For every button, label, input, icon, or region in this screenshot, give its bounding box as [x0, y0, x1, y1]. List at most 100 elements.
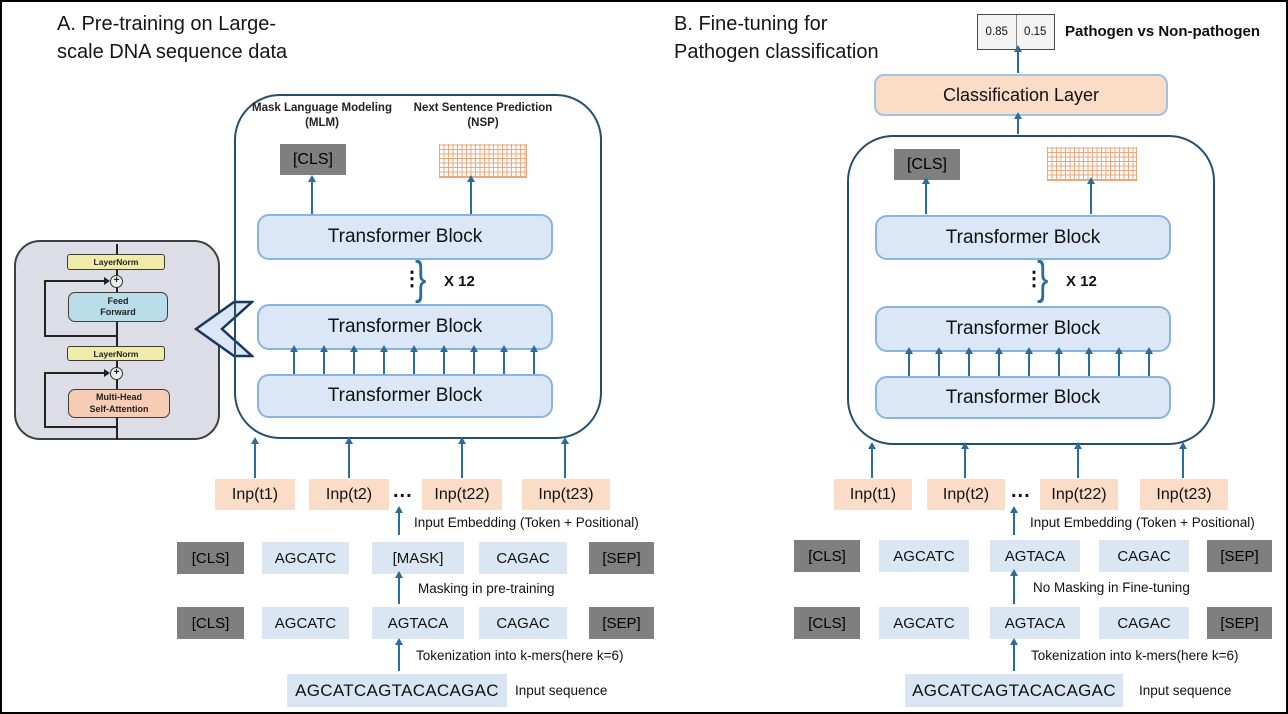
ellipsis: ... — [393, 480, 413, 502]
flow-arrow — [440, 345, 448, 374]
flow-arrow — [1179, 442, 1187, 478]
annotation-arrow — [395, 571, 403, 604]
nsp-grid-icon — [1047, 147, 1137, 181]
tokenization-label-a: Tokenization into k-mers(here k=6) — [416, 648, 624, 663]
input-embedding-token: Inp(t23) — [1140, 479, 1228, 510]
annotation-arrow — [1010, 569, 1018, 604]
transformer-block-a-bottom: Transformer Block — [257, 374, 553, 418]
feed-forward-box: Feed Forward — [68, 292, 168, 322]
token-box: AGCATC — [262, 607, 349, 639]
token-box: CAGAC — [479, 607, 567, 639]
flow-arrow — [1025, 347, 1033, 376]
panel-b-title: B. Fine-tuning for Pathogen classificati… — [674, 13, 879, 63]
flow-arrow — [380, 345, 388, 374]
panel-a-title: A. Pre-training on Large- scale DNA sequ… — [57, 13, 288, 63]
flow-arrow — [1014, 45, 1022, 73]
inset-residual-arrow — [44, 277, 110, 285]
probability-output-box: 0.85 0.15 — [977, 14, 1055, 50]
token-box: CAGAC — [1099, 607, 1189, 639]
flow-arrow — [1145, 347, 1153, 376]
flow-arrow — [458, 437, 466, 478]
repeat-brace: } — [1037, 253, 1049, 305]
input-embedding-token: Inp(t23) — [522, 479, 610, 510]
flow-arrow — [345, 437, 353, 478]
cls-output-token-a: [CLS] — [280, 144, 346, 175]
token-box: [SEP] — [1207, 540, 1272, 572]
prob-non-pathogen: 0.15 — [1024, 26, 1047, 38]
flow-arrow — [251, 437, 259, 478]
flow-arrow — [500, 345, 508, 374]
input-embedding-token: Inp(t1) — [834, 479, 912, 510]
flow-arrow — [308, 175, 316, 214]
flow-arrow — [1014, 112, 1022, 134]
repeat-brace: } — [415, 253, 427, 305]
token-box: [SEP] — [1207, 607, 1272, 639]
transformer-block-a-middle: Transformer Block — [257, 304, 553, 350]
flow-arrow — [922, 177, 930, 214]
flow-arrow — [530, 345, 538, 374]
flow-arrow — [320, 345, 328, 374]
token-box: AGCATC — [879, 607, 969, 639]
token-box: [CLS] — [177, 607, 244, 639]
inset-residual-line — [44, 426, 118, 428]
input-embedding-token: Inp(t22) — [422, 479, 502, 510]
no-masking-label-b: No Masking in Fine-tuning — [1033, 580, 1190, 595]
input-embedding-token: Inp(t2) — [309, 479, 389, 510]
repeat-dots: ⋮ — [402, 268, 422, 290]
ellipsis: ... — [1011, 480, 1031, 502]
token-box: [CLS] — [794, 607, 860, 639]
transformer-block-b-bottom: Transformer Block — [875, 376, 1171, 419]
transformer-internals-inset: LayerNorm + Feed Forward LayerNorm + Mul… — [14, 240, 220, 440]
multi-head-attention-box: Multi-Head Self-Attention — [68, 389, 170, 418]
flow-arrow — [965, 347, 973, 376]
inset-residual-line — [44, 281, 46, 337]
token-box: AGCATC — [262, 542, 349, 574]
flow-arrow — [935, 347, 943, 376]
tokenization-label-b: Tokenization into k-mers(here k=6) — [1031, 648, 1239, 663]
annotation-arrow — [395, 638, 403, 671]
inset-residual-line — [44, 335, 118, 337]
repeat-dots: ⋮ — [1024, 268, 1044, 290]
token-box: CAGAC — [479, 542, 567, 574]
annotation-arrow — [1010, 506, 1018, 535]
prob-pathogen: 0.85 — [978, 15, 1017, 49]
prob-label: Pathogen vs Non-pathogen — [1065, 23, 1260, 40]
flow-arrow — [1074, 442, 1082, 478]
input-sequence-box-b: AGCATCAGTACACAGAC — [905, 674, 1123, 707]
input-sequence-label-a: Input sequence — [515, 683, 608, 698]
flow-arrow — [905, 347, 913, 376]
flow-arrow — [868, 442, 876, 478]
layernorm-bottom-box: LayerNorm — [67, 346, 165, 361]
transformer-block-b-middle: Transformer Block — [875, 306, 1171, 352]
annotation-arrow — [395, 506, 403, 535]
flow-arrow — [961, 442, 969, 478]
flow-arrow — [1085, 347, 1093, 376]
inset-residual-arrow — [44, 369, 110, 377]
token-box: [SEP] — [589, 542, 654, 574]
input-embedding-token: Inp(t1) — [215, 479, 295, 510]
input-embedding-token: Inp(t22) — [1040, 479, 1118, 510]
bert-encoder-container-b — [847, 135, 1215, 445]
cls-output-token-b: [CLS] — [894, 149, 960, 180]
embedding-label-b: Input Embedding (Token + Positional) — [1030, 515, 1255, 530]
token-box: CAGAC — [1099, 540, 1189, 572]
token-box: [CLS] — [794, 540, 860, 572]
flow-arrow — [995, 347, 1003, 376]
repeat-count-label: X 12 — [444, 273, 475, 290]
token-box: AGTACA — [990, 540, 1080, 572]
flow-arrow — [290, 345, 298, 374]
input-sequence-label-b: Input sequence — [1139, 683, 1232, 698]
transformer-block-b-top: Transformer Block — [875, 215, 1171, 260]
flow-arrow — [561, 437, 569, 478]
mlm-label: Mask Language Modeling (MLM) — [252, 102, 392, 129]
annotation-arrow — [1010, 638, 1018, 671]
flow-arrow — [350, 345, 358, 374]
embedding-label-a: Input Embedding (Token + Positional) — [414, 515, 639, 530]
token-box: AGTACA — [372, 607, 464, 639]
classification-layer-box: Classification Layer — [874, 74, 1168, 116]
flow-arrow — [470, 345, 478, 374]
flow-arrow — [1055, 347, 1063, 376]
nsp-label: Next Sentence Prediction (NSP) — [413, 102, 553, 129]
input-sequence-box-a: AGCATCAGTACACAGAC — [287, 674, 507, 707]
